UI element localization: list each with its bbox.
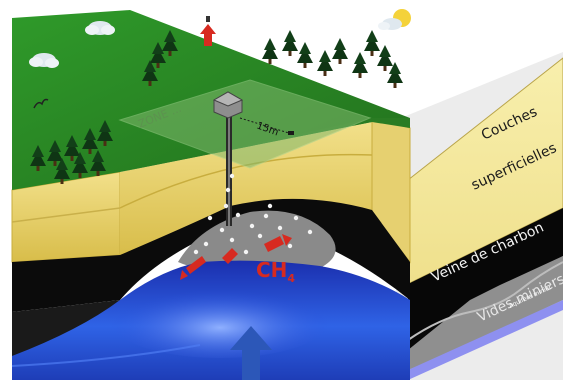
tree-icon (317, 50, 333, 76)
layer-legend-panel (396, 52, 563, 380)
sun-cloud-icon (378, 9, 411, 30)
tree-icon (150, 42, 166, 68)
tree-icon (282, 30, 298, 56)
bird-icon (33, 98, 49, 109)
tree-icon (297, 42, 313, 68)
methane-bubble (207, 215, 213, 221)
methane-bubble (225, 187, 231, 193)
tree-icon (332, 38, 348, 64)
legend-coal-band (408, 208, 563, 350)
methane-bubble (229, 173, 235, 179)
tree-icon (352, 52, 368, 78)
methane-bubble (293, 215, 299, 221)
methane-bubble (243, 249, 249, 255)
legend-aquifer-band (408, 300, 563, 380)
tree-icon (30, 145, 46, 171)
methane-bubble (223, 203, 229, 209)
tree-icon (47, 140, 63, 166)
water-rise-arrow-icon (230, 326, 272, 380)
methane-bubble (263, 213, 269, 219)
gas-emission-arrow-icon (200, 16, 216, 46)
tree-icon (142, 60, 158, 86)
tree-icon (364, 30, 380, 56)
tree-icon (377, 45, 393, 71)
tree-icon (97, 120, 113, 146)
tree-icon (162, 30, 178, 56)
tree-icon (54, 158, 70, 184)
methane-bubble (287, 243, 293, 249)
methane-bubble (193, 249, 199, 255)
methane-bubble (267, 203, 273, 209)
methane-bubble (229, 237, 235, 243)
cloud-icon (85, 21, 115, 35)
methane-bubble (203, 241, 209, 247)
work-zone (118, 79, 372, 169)
tree-icon (64, 135, 80, 161)
methane-bubble (235, 212, 241, 218)
mine-void (178, 210, 336, 271)
tree-icon (262, 38, 278, 64)
tree-icon (90, 150, 106, 176)
forest (30, 30, 403, 184)
methane-bubble (257, 233, 263, 239)
tree-icon (72, 152, 88, 178)
ground-surface: ZONE ... (12, 10, 410, 190)
tree-icon (82, 128, 98, 154)
cloud-icon (29, 53, 59, 68)
methane-bubble (307, 229, 313, 235)
legend-voids-band (408, 256, 563, 370)
tree-icon (387, 62, 403, 88)
methane-label: CH4 (256, 258, 295, 285)
methane-arrows (180, 234, 292, 280)
geological-block (11, 109, 411, 380)
methane-bubble (277, 225, 283, 231)
methane-bubble (249, 223, 255, 229)
methane-migration (193, 173, 313, 255)
methane-bubble (219, 227, 225, 233)
